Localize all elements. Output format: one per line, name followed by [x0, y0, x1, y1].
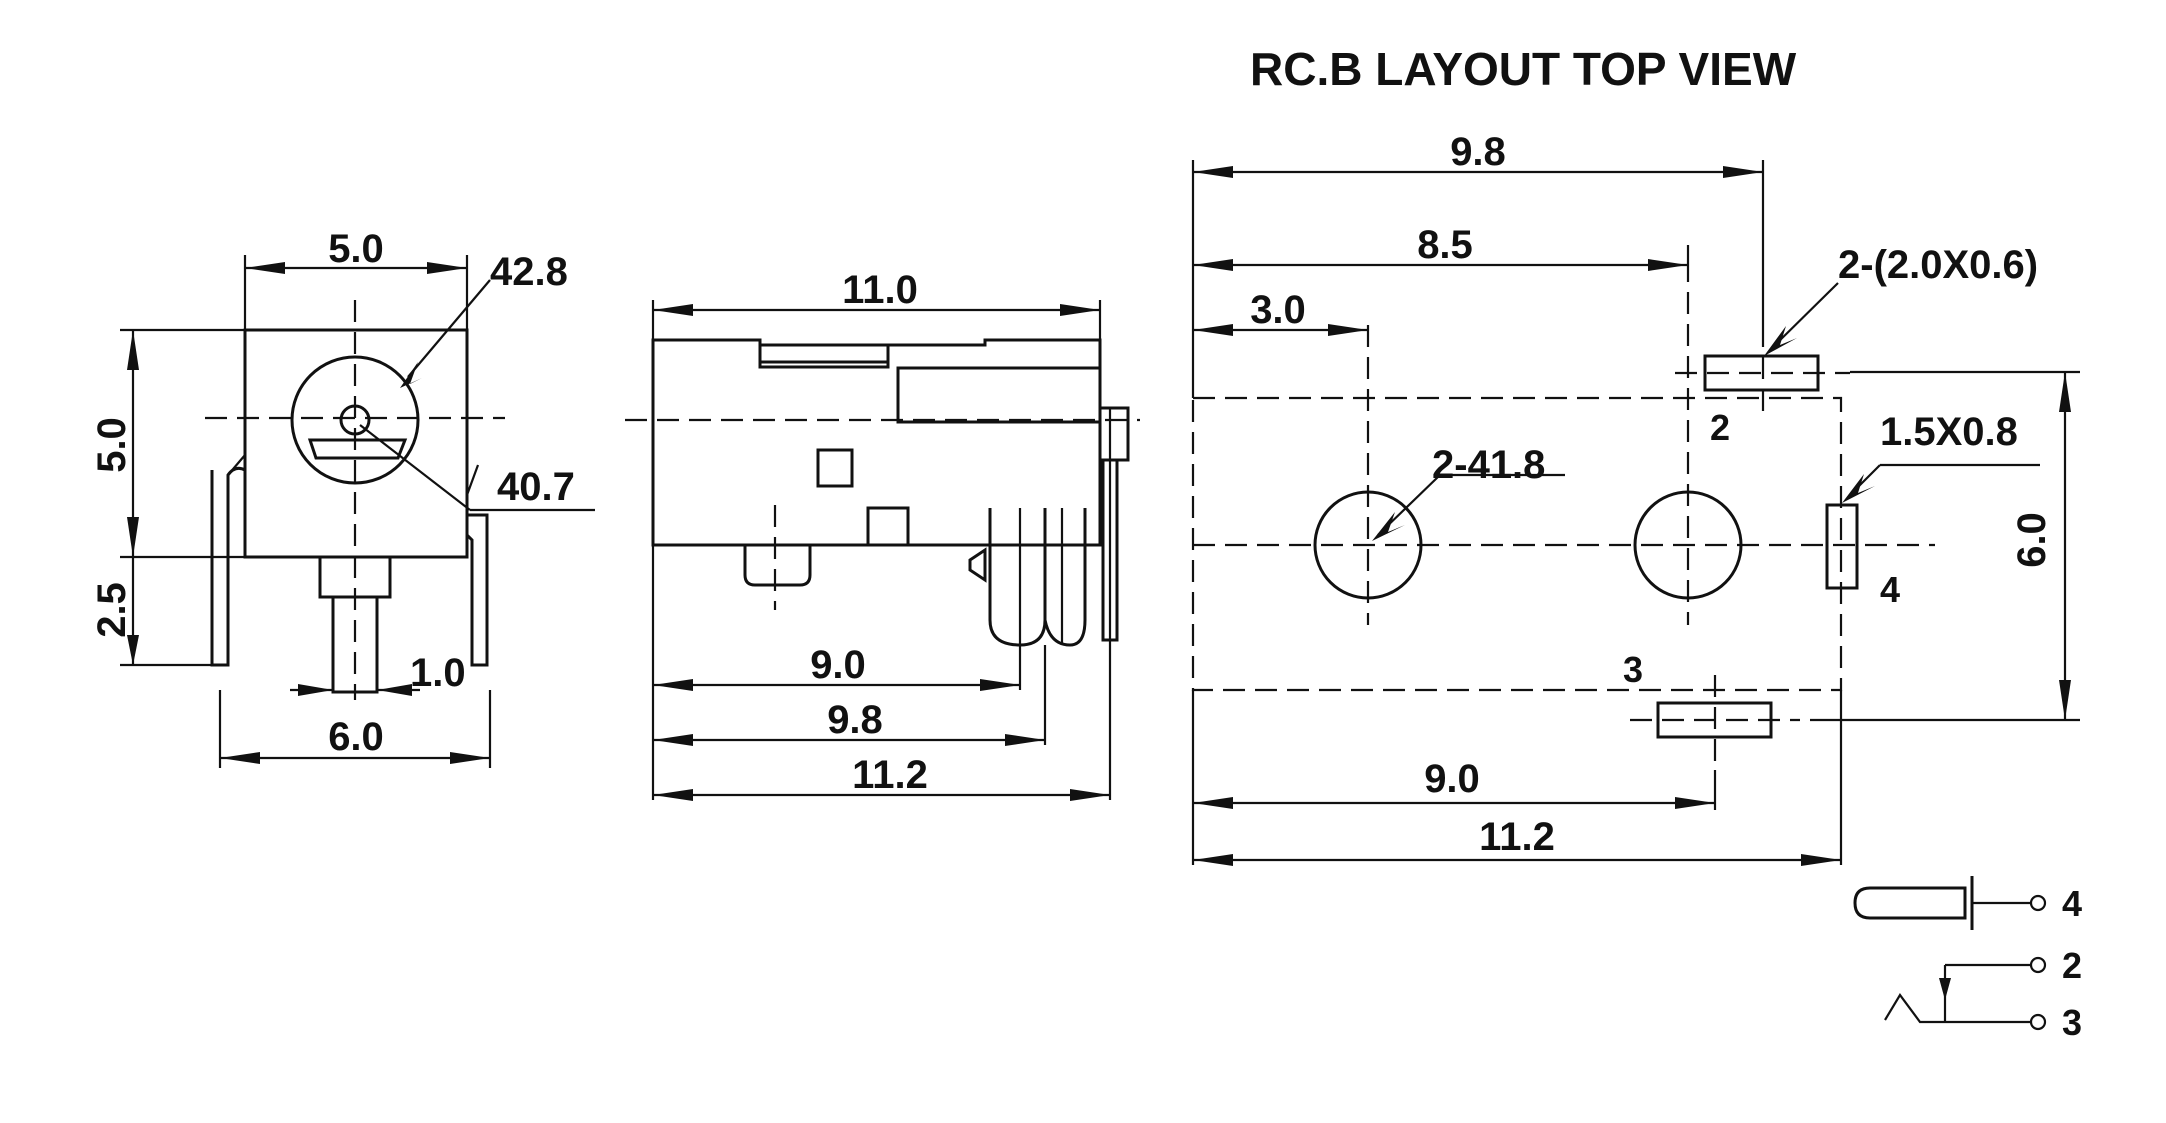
side-length-label: 11.0	[842, 268, 918, 312]
side-view: 11.0 9.0 9.8 11.2	[625, 268, 1140, 801]
side-rear-tab	[1098, 406, 1130, 462]
layout-slot-label: 2-(2.0X0.6)	[1838, 243, 2038, 287]
side-window-1	[816, 448, 854, 488]
front-socket-outer	[290, 355, 420, 485]
front-left-terminal	[210, 466, 246, 667]
layout-pad-4-label: 4	[1880, 569, 1900, 610]
side-bottom-boss	[743, 545, 812, 587]
layout-slot4-label: 1.5X0.8	[1880, 410, 2018, 454]
layout-hole-label: 2-41.8	[1432, 443, 1545, 487]
layout-height-label: 6.0	[2010, 512, 2054, 568]
side-top-block	[896, 366, 1102, 424]
front-height-label: 5.0	[90, 417, 134, 473]
layout-dim-short-label: 3.0	[1250, 288, 1306, 332]
schematic-symbol: 4 2 3	[1853, 876, 2082, 1043]
front-stem-pin	[331, 595, 379, 694]
layout-dim-bottom-a-label: 9.0	[1424, 757, 1480, 801]
schematic-plug	[1853, 886, 1967, 920]
front-pin-width-label: 1.0	[410, 651, 466, 695]
front-width-label: 5.0	[328, 227, 384, 271]
front-view: 5.0 42.8 40.7 5.0 2.5 1.0 6.0	[90, 227, 595, 768]
side-contact-1	[988, 508, 1047, 647]
front-right-terminal	[465, 513, 489, 667]
layout-dim-total-label: 9.8	[1450, 130, 1506, 174]
layout-dim-bottom-b-label: 11.2	[1479, 815, 1555, 859]
front-lower-height-label: 2.5	[90, 582, 134, 638]
front-pin-diameter-label: 40.7	[497, 465, 575, 509]
front-diameter-label: 42.8	[490, 250, 568, 294]
schematic-pin-2-label: 2	[2062, 945, 2082, 986]
side-contact-2	[1043, 508, 1087, 647]
layout-slot-4	[1825, 503, 1859, 590]
side-window-2	[866, 506, 910, 547]
side-body	[651, 338, 1102, 547]
layout-pad-2-label: 2	[1710, 407, 1730, 448]
front-base-width-label: 6.0	[328, 715, 384, 759]
layout-pad-3-label: 3	[1623, 649, 1643, 690]
pcb-layout: 2-41.8 2 2-(2.0X0.6) 3 1.5X0.8 4 6.0	[1191, 130, 2080, 866]
layout-dim-mid-label: 8.5	[1417, 223, 1473, 267]
schematic-pin-4-label: 4	[2062, 883, 2082, 924]
side-dim-a-label: 9.0	[810, 643, 866, 687]
side-dim-c-label: 11.2	[852, 753, 928, 797]
drawing-title: RC.B LAYOUT TOP VIEW	[1250, 43, 1797, 95]
front-key-slot	[307, 438, 408, 460]
schematic-pin-3-label: 3	[2062, 1002, 2082, 1043]
side-dim-b-label: 9.8	[827, 698, 883, 742]
